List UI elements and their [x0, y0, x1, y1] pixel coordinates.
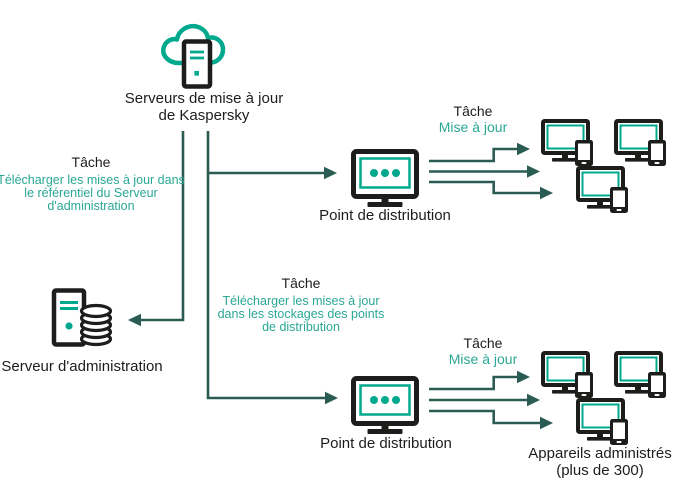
task-download-admin-title: Tâche	[71, 154, 111, 170]
arrowhead-bottom-1	[517, 370, 530, 384]
task-update-top-subtitle: Mise à jour	[438, 119, 508, 135]
arrowhead-top-1	[517, 142, 530, 156]
managed-devices-label-line2: (plus de 300)	[556, 462, 644, 479]
arrow-cloud-to-dp-top	[206, 131, 324, 175]
task-update-bottom: Tâche Mise à jour	[448, 335, 518, 368]
task-download-admin-line3: d'administration	[47, 198, 135, 213]
arrowhead-top-2	[527, 165, 540, 178]
managed-devices-label-line1: Appareils administrés	[528, 445, 672, 462]
arrowhead-dp-top	[324, 166, 337, 180]
task-update-top-title: Tâche	[453, 103, 493, 119]
desktop-phone-icon	[614, 119, 668, 167]
task-download-dp-line1: Télécharger les mises à jour	[222, 294, 380, 308]
task-download-dp-line3: de distribution	[262, 319, 340, 334]
arrowhead-bottom-3	[540, 416, 553, 430]
task-download-admin: Tâche Télécharger les mises à jour dans …	[0, 155, 185, 212]
monitor-dots-icon	[351, 149, 419, 207]
arrowhead-dp-bottom	[325, 391, 338, 405]
task-update-bottom-title: Tâche	[463, 335, 503, 351]
task-download-admin-line1: Télécharger les mises à jour dans	[0, 173, 185, 187]
desktop-phone-icon	[541, 351, 595, 399]
arrowhead-admin-server	[128, 313, 141, 327]
update-servers-label-line2: de Kaspersky	[158, 107, 250, 124]
task-update-bottom-subtitle: Mise à jour	[448, 351, 518, 367]
distribution-point-bottom-label: Point de distribution	[320, 435, 452, 452]
arrow-cloud-to-dp-bottom	[206, 173, 325, 400]
update-servers-label-line1: Serveurs de mise à jour	[124, 90, 284, 107]
cloud-server-icon	[160, 21, 226, 89]
managed-devices-label: Appareils administrés (plus de 300)	[528, 445, 671, 479]
monitor-dots-icon	[351, 376, 419, 434]
arrow-dp-bottom-to-device-3	[429, 409, 540, 425]
update-servers-label: Serveurs de mise à jour de Kaspersky	[125, 90, 283, 124]
arrow-dp-top-to-device-3	[429, 180, 540, 195]
distribution-point-top-label: Point de distribution	[319, 207, 451, 224]
admin-server-label: Serveur d'administration	[1, 358, 163, 375]
arrowhead-bottom-2	[527, 393, 540, 407]
task-download-dp-title: Tâche	[281, 275, 321, 291]
desktop-phone-icon	[576, 166, 630, 214]
task-download-dp: Tâche Télécharger les mises à jour dans …	[218, 276, 385, 333]
desktop-phone-icon	[576, 398, 630, 446]
desktop-phone-icon	[614, 351, 668, 399]
arrow-cloud-to-admin-server	[141, 131, 185, 322]
arrow-dp-top-to-device-1	[429, 147, 517, 163]
desktop-phone-icon	[541, 119, 595, 167]
arrow-dp-bottom-to-device-1	[429, 375, 517, 391]
task-update-top: Tâche Mise à jour	[438, 103, 508, 136]
task-download-dp-line2: dans les stockages des points	[217, 306, 385, 321]
server-database-icon	[50, 288, 114, 350]
arrowhead-top-3	[540, 186, 553, 200]
task-download-admin-line2: le référentiel du Serveur	[24, 185, 158, 200]
